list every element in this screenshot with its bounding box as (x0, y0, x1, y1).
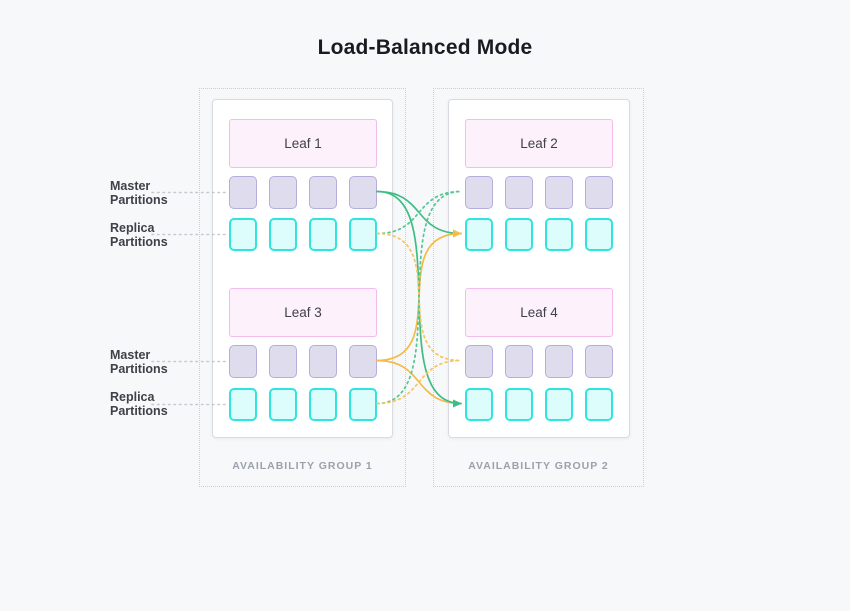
leaf-3-replica-row (229, 388, 377, 421)
leaf-2-replica-row (465, 218, 613, 251)
replica-partition (505, 388, 533, 421)
availability-group-2-label: AVAILABILITY GROUP 2 (468, 460, 609, 472)
master-partition (349, 345, 377, 378)
replica-partition (585, 388, 613, 421)
leaf-4-box: Leaf 4 (465, 288, 613, 337)
master-partition (269, 176, 297, 209)
replica-partition (545, 218, 573, 251)
master-partition (545, 345, 573, 378)
master-partition (505, 176, 533, 209)
replica-partition (349, 218, 377, 251)
leaf-3-box: Leaf 3 (229, 288, 377, 337)
label-master-partitions-bottom: Master Partitions (110, 348, 168, 376)
leaf-2-box: Leaf 2 (465, 119, 613, 168)
replica-partition (229, 218, 257, 251)
leaf-1-box: Leaf 1 (229, 119, 377, 168)
replica-partition (269, 388, 297, 421)
master-partition (229, 345, 257, 378)
label-replica-partitions-bottom: Replica Partitions (110, 390, 168, 418)
replica-partition (465, 388, 493, 421)
master-partition (229, 176, 257, 209)
master-partition (505, 345, 533, 378)
leaf-1-replica-row (229, 218, 377, 251)
replica-partition (269, 218, 297, 251)
replica-partition (349, 388, 377, 421)
replica-partition (229, 388, 257, 421)
diagram-title: Load-Balanced Mode (317, 36, 533, 59)
leaf-1-master-row (229, 176, 377, 209)
leaf-2-master-row (465, 176, 613, 209)
replica-partition (309, 388, 337, 421)
master-partition (585, 176, 613, 209)
replica-partition (465, 218, 493, 251)
leaf-4-replica-row (465, 388, 613, 421)
replica-partition (309, 218, 337, 251)
leaf-card-group-2: Leaf 2 Leaf 4 (448, 99, 630, 438)
master-partition (349, 176, 377, 209)
replica-partition (585, 218, 613, 251)
master-partition (545, 176, 573, 209)
leaf-card-group-1: Leaf 1 Leaf 3 (212, 99, 393, 438)
master-partition (585, 345, 613, 378)
availability-group-1-label: AVAILABILITY GROUP 1 (232, 460, 373, 472)
leaf-4-master-row (465, 345, 613, 378)
master-partition (309, 176, 337, 209)
replica-partition (545, 388, 573, 421)
master-partition (309, 345, 337, 378)
leaf-3-master-row (229, 345, 377, 378)
replica-partition (505, 218, 533, 251)
master-partition (465, 345, 493, 378)
master-partition (465, 176, 493, 209)
label-replica-partitions-top: Replica Partitions (110, 221, 168, 249)
master-partition (269, 345, 297, 378)
label-master-partitions-top: Master Partitions (110, 179, 168, 207)
